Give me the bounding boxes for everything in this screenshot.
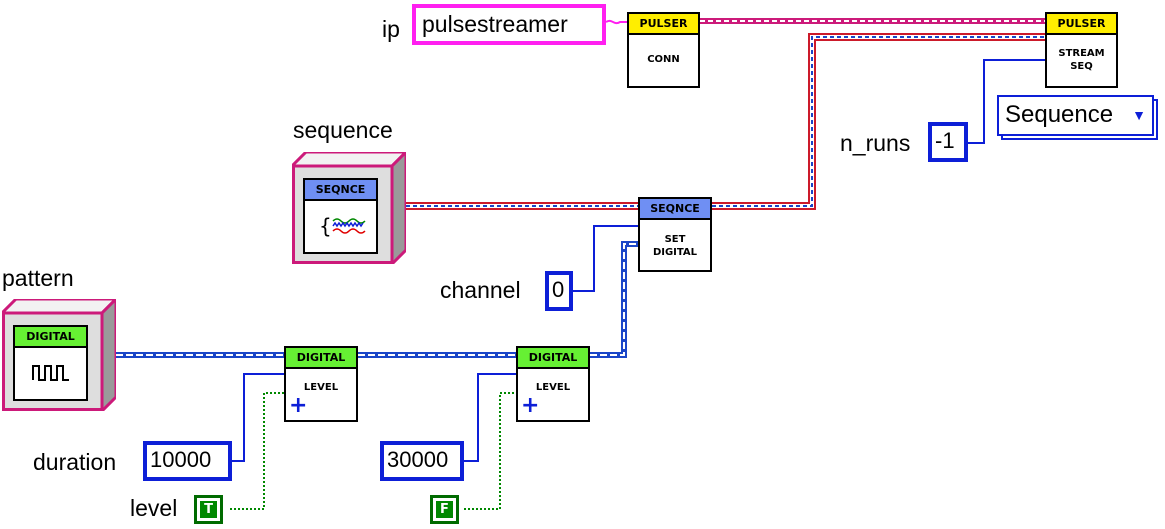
digital-level-1-label: LEVEL — [303, 382, 339, 393]
pulser-stream-header: PULSER — [1047, 14, 1116, 35]
plus-icon: + — [521, 393, 540, 418]
channel-control[interactable]: 0 — [545, 271, 573, 311]
n-runs-label: n_runs — [840, 130, 911, 156]
pattern-constant-icon: DIGITAL — [13, 325, 88, 401]
digital-level-2-header: DIGITAL — [518, 348, 588, 369]
digital-pulse-icon — [32, 365, 69, 381]
sequence-label: sequence — [293, 117, 393, 143]
pulser-stream-label-1: STREAM — [1058, 48, 1105, 59]
pulser-conn-label: CONN — [647, 54, 680, 65]
ip-string-wire[interactable] — [605, 19, 627, 25]
digital-level-1-header: DIGITAL — [286, 348, 356, 369]
plus-icon: + — [289, 393, 308, 418]
duration-control-2[interactable]: 30000 — [380, 441, 464, 481]
digital-level-node-1[interactable]: DIGITAL LEVEL + — [284, 346, 358, 422]
pattern-constant[interactable]: DIGITAL — [2, 299, 116, 411]
duration-control-1[interactable]: 10000 — [143, 441, 232, 481]
waveform-icon: { — [319, 214, 366, 238]
level-true-wire[interactable] — [230, 392, 284, 510]
sequence-constant-icon: SEQNCE { — [303, 178, 378, 254]
sequence-constant[interactable]: SEQNCE { — [292, 152, 406, 264]
pattern-constant-header: DIGITAL — [15, 327, 86, 348]
level-true-constant[interactable]: T — [194, 495, 223, 524]
set-digital-label-2: DIGITAL — [652, 247, 698, 258]
duration-label: duration — [33, 449, 117, 475]
n-runs-control[interactable]: -1 — [928, 122, 968, 162]
duration-wire-2[interactable] — [464, 373, 516, 462]
duration-wire-1[interactable] — [232, 373, 284, 462]
digital-level-node-2[interactable]: DIGITAL LEVEL + — [516, 346, 590, 422]
level-false-wire[interactable] — [464, 392, 516, 510]
pulser-stream-label-2: SEQ — [1070, 61, 1093, 72]
channel-wire[interactable] — [573, 225, 638, 292]
channel-label: channel — [440, 277, 521, 303]
ip-string-control[interactable]: pulsestreamer — [412, 4, 606, 45]
ip-label: ip — [382, 16, 400, 42]
digital-wire-3[interactable] — [590, 241, 638, 358]
pulser-conn-header: PULSER — [629, 14, 698, 35]
pattern-label: pattern — [2, 265, 74, 291]
digital-level-2-label: LEVEL — [535, 382, 571, 393]
sequence-ring-value: Sequence — [1005, 101, 1114, 128]
pulser-stream-seq-node[interactable]: PULSER STREAM SEQ — [1045, 12, 1118, 88]
pulser-conn-node[interactable]: PULSER CONN — [627, 12, 700, 88]
n-runs-wire[interactable] — [968, 59, 1045, 144]
level-label: level — [130, 495, 178, 521]
level-true-glyph: T — [200, 501, 217, 518]
level-false-glyph: F — [436, 501, 453, 518]
set-digital-label-1: SET — [664, 234, 686, 245]
level-false-constant[interactable]: F — [430, 495, 459, 524]
sequence-ring-control[interactable]: Sequence ▼ — [997, 95, 1154, 136]
svg-text:{: { — [319, 214, 332, 238]
set-digital-node[interactable]: SEQNCE SET DIGITAL — [638, 197, 712, 272]
sequence-constant-header: SEQNCE — [305, 180, 376, 201]
dropdown-arrow-icon[interactable]: ▼ — [1132, 107, 1146, 123]
sequence-wire-2[interactable] — [712, 33, 1045, 210]
set-digital-header: SEQNCE — [640, 199, 710, 220]
